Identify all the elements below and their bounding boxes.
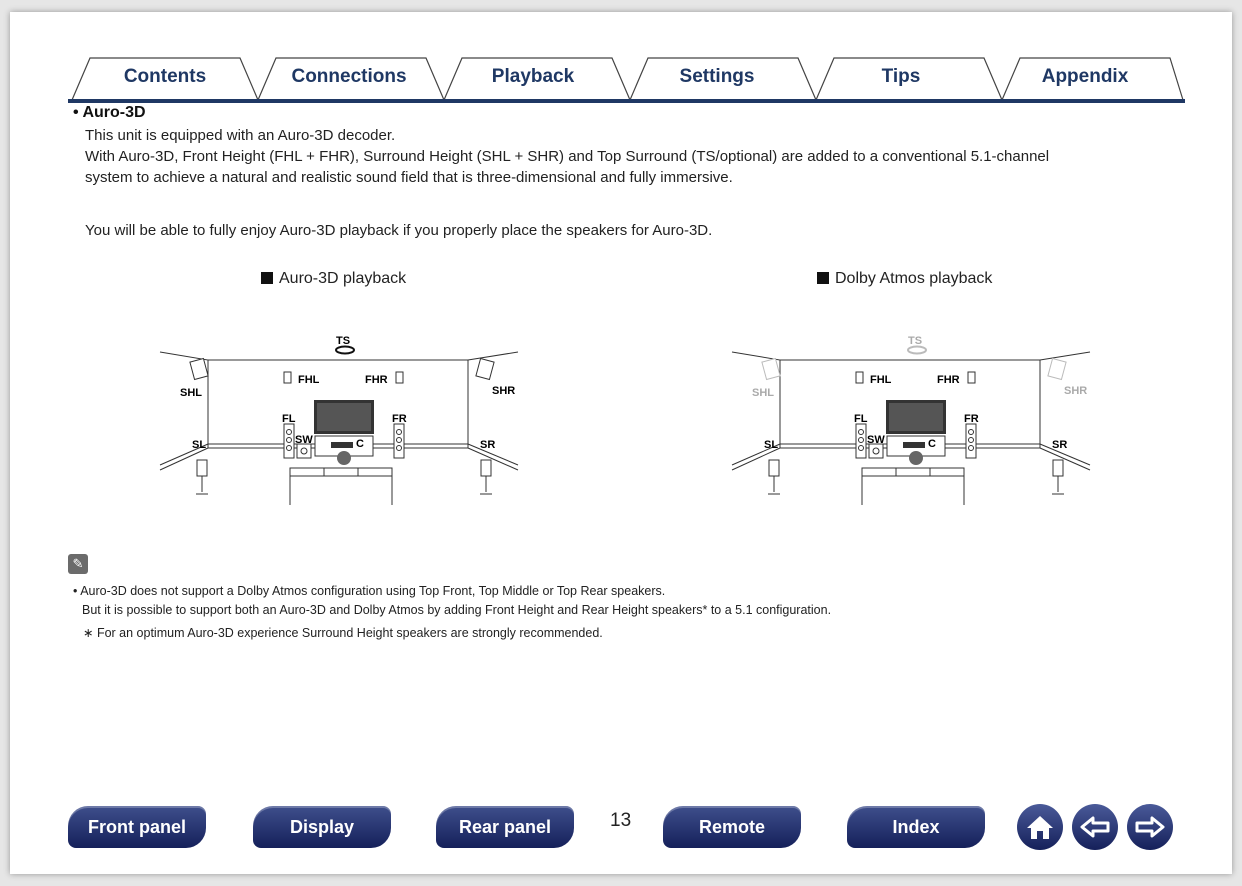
label-sl: SL <box>192 439 206 451</box>
label-c: C <box>356 438 364 450</box>
paragraph-1: This unit is equipped with an Auro-3D de… <box>85 127 396 144</box>
arrow-left-icon <box>1080 816 1110 838</box>
label-sl: SL <box>764 439 778 451</box>
label-sr: SR <box>1052 439 1067 451</box>
note-line-1: • Auro-3D does not support a Dolby Atmos… <box>73 584 666 598</box>
label-fhl: FHL <box>870 374 892 386</box>
fr-speaker-icon <box>393 423 405 459</box>
forward-button[interactable] <box>1127 804 1173 850</box>
label-ts: TS <box>336 335 350 347</box>
label-sw: SW <box>867 434 885 446</box>
fhl-speaker-icon <box>283 371 292 384</box>
label-shl: SHL <box>752 387 774 399</box>
heading-bullet: • <box>73 104 79 121</box>
label-fr: FR <box>392 413 407 425</box>
tab-tips[interactable]: Tips <box>881 66 921 87</box>
fl-speaker-icon <box>283 423 295 459</box>
fr-speaker-icon <box>965 423 977 459</box>
sr-speaker-icon <box>480 459 492 477</box>
ts-speaker-icon <box>907 345 927 355</box>
center-speaker-icon <box>903 442 925 448</box>
note-footnote: ∗ For an optimum Auro-3D experience Surr… <box>83 626 603 640</box>
diagram-title-atmos: Dolby Atmos playback <box>817 270 992 288</box>
label-shr: SHR <box>1064 385 1087 397</box>
subwoofer-icon <box>296 443 312 459</box>
couch-icon <box>289 467 393 505</box>
couch-icon <box>861 467 965 505</box>
subwoofer-icon <box>868 443 884 459</box>
tab-connections[interactable]: Connections <box>291 66 407 87</box>
paragraph-2: With Auro-3D, Front Height (FHL + FHR), … <box>85 148 1050 165</box>
fhr-speaker-icon <box>395 371 404 384</box>
label-shr: SHR <box>492 385 515 397</box>
rear-panel-button[interactable]: Rear panel <box>436 806 574 848</box>
tab-appendix[interactable]: Appendix <box>1041 66 1129 87</box>
label-fr: FR <box>964 413 979 425</box>
center-speaker-icon <box>331 442 353 448</box>
sl-speaker-icon <box>768 459 780 477</box>
label-fl: FL <box>282 413 296 425</box>
heading-title: Auro-3D <box>82 104 146 121</box>
fhr-speaker-icon <box>967 371 976 384</box>
home-button[interactable] <box>1017 804 1063 850</box>
home-icon <box>1027 816 1053 839</box>
label-sr: SR <box>480 439 495 451</box>
notes-block: • Auro-3D does not support a Dolby Atmos… <box>73 582 831 643</box>
note-line-2: But it is possible to support both an Au… <box>82 603 832 617</box>
label-fl: FL <box>854 413 868 425</box>
fl-speaker-icon <box>855 423 867 459</box>
remote-button[interactable]: Remote <box>663 806 801 848</box>
ts-speaker-icon <box>335 345 355 355</box>
fhl-speaker-icon <box>855 371 864 384</box>
manual-page: Contents Connections Playback Settings T… <box>10 12 1232 874</box>
diagram-title-auro: Auro-3D playback <box>261 270 406 288</box>
sl-speaker-icon <box>196 459 208 477</box>
display-button[interactable]: Display <box>253 806 391 848</box>
sr-speaker-icon <box>1052 459 1064 477</box>
tab-bar: Contents Connections Playback Settings T… <box>68 52 1185 106</box>
tab-outlines <box>68 57 1185 103</box>
label-sw: SW <box>295 434 313 446</box>
label-fhl: FHL <box>298 374 320 386</box>
tab-settings[interactable]: Settings <box>679 66 755 87</box>
front-panel-button[interactable]: Front panel <box>68 806 206 848</box>
index-button[interactable]: Index <box>847 806 985 848</box>
paragraph-4: You will be able to fully enjoy Auro-3D … <box>85 222 713 239</box>
listener-icon <box>337 451 351 465</box>
label-shl: SHL <box>180 387 202 399</box>
arrow-right-icon <box>1135 816 1165 838</box>
label-fhr: FHR <box>365 374 388 386</box>
dolby-atmos-room-diagram: TS SHL SHR FHL FHR FL FR SW C SL SR <box>731 335 1091 505</box>
label-c: C <box>928 438 936 450</box>
page-number: 13 <box>610 810 632 831</box>
tab-playback[interactable]: Playback <box>491 66 575 87</box>
listener-icon <box>909 451 923 465</box>
shr-speaker-icon <box>1047 357 1067 381</box>
square-bullet-icon <box>817 272 829 284</box>
auro-3d-room-diagram: TS SHL SHR FHL FHR FL FR SW C SL <box>159 335 519 505</box>
shl-speaker-icon <box>189 357 209 381</box>
back-button[interactable] <box>1072 804 1118 850</box>
label-fhr: FHR <box>937 374 960 386</box>
paragraph-3: system to achieve a natural and realisti… <box>85 169 733 186</box>
section-heading: • Auro-3D <box>73 104 146 122</box>
tab-contents[interactable]: Contents <box>123 66 207 87</box>
square-bullet-icon <box>261 272 273 284</box>
shl-speaker-icon <box>761 357 781 381</box>
shr-speaker-icon <box>475 357 495 381</box>
label-ts: TS <box>908 335 922 347</box>
pencil-icon: ✎ <box>68 554 88 574</box>
